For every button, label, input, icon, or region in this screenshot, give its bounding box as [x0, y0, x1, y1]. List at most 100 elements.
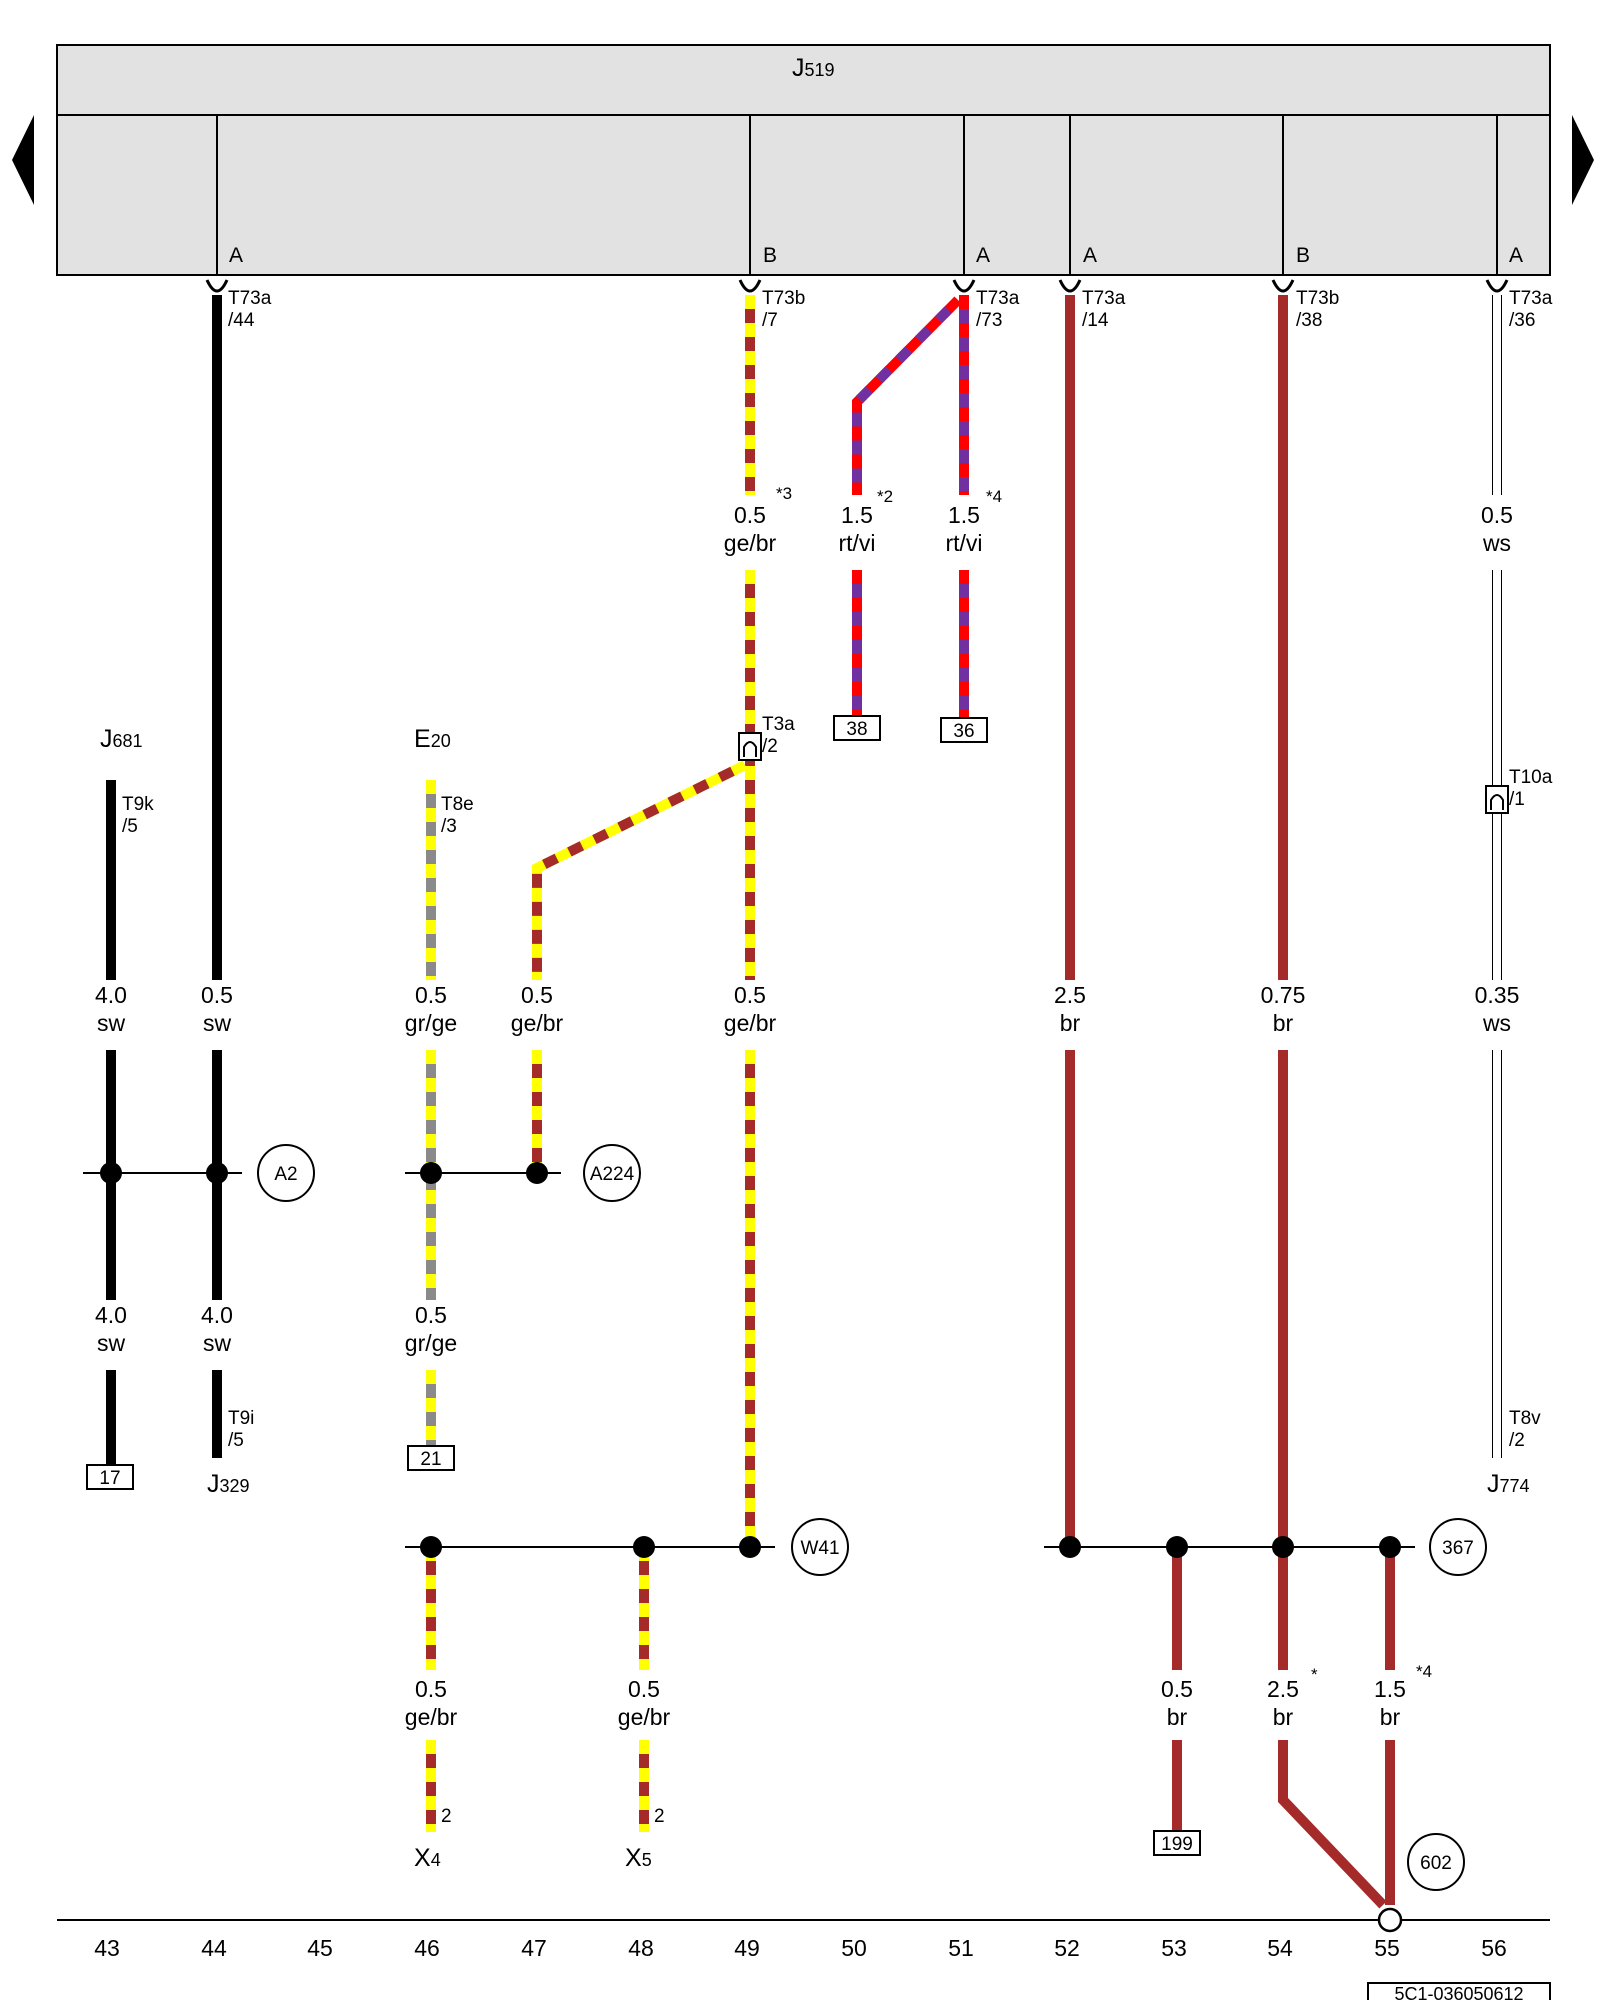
reference-box[interactable] [86, 1464, 134, 1490]
wire-footnote: *4 [986, 487, 1002, 506]
splice-dot [206, 1162, 228, 1184]
pin-label: T9i/5 [228, 1408, 254, 1451]
grid-number: 55 [1374, 1935, 1400, 1961]
document-id-box [1367, 1982, 1551, 2000]
wire-size-label: 1.5 [948, 502, 980, 528]
wire-color-label: sw [97, 1010, 126, 1036]
reference-number: 21 [420, 1449, 441, 1470]
wire-size-label: 0.5 [734, 502, 766, 528]
pin-socket-icon [1271, 279, 1295, 293]
node-circle[interactable] [1407, 1833, 1465, 1891]
pin-label: T8v/2 [1509, 1408, 1541, 1451]
connector-side-label: A [1083, 244, 1097, 267]
wire-color-label: gr/ge [405, 1330, 457, 1356]
pin-label: 2 [654, 1806, 665, 1827]
wire-color-label: ge/br [724, 530, 777, 556]
pin-label: T8e/3 [441, 794, 474, 837]
next-page-arrow-icon[interactable] [1572, 115, 1594, 205]
pin-label: 2 [441, 1806, 452, 1827]
node-circle[interactable] [583, 1144, 641, 1202]
wire-size-label: 1.5 [1374, 1676, 1406, 1702]
module-pin-labels: T73a/44 T73b/7 T73a/73 T73a/14 T73b/38 T… [228, 288, 1553, 331]
wire-footnote: * [1311, 1665, 1318, 1684]
connector-side-label: B [763, 244, 777, 267]
node-circle[interactable] [1429, 1518, 1487, 1576]
wire-size-label: 0.5 [628, 1676, 660, 1702]
wire-footnote: *2 [877, 487, 893, 506]
wire-size-label: 0.5 [415, 982, 447, 1008]
pin-label: T10a/1 [1509, 767, 1553, 810]
splice-dot [526, 1162, 548, 1184]
component-labels: J681 E20 J329 J774 X4 X5 [100, 725, 1530, 1872]
wire-size-label: 0.5 [415, 1676, 447, 1702]
node-label: 602 [1420, 1853, 1452, 1874]
previous-page-arrow-icon[interactable] [12, 115, 34, 205]
node-labels: A2 A224 W41 367 602 [257, 1144, 1487, 1891]
wire-size-label: 0.5 [415, 1302, 447, 1328]
wire-rt-vi [852, 296, 962, 495]
wire-size-label: 0.5 [734, 982, 766, 1008]
wire-rt-vi-stripe [852, 296, 962, 495]
component-label: J329 [207, 1470, 250, 1498]
connector-symbol [738, 732, 762, 761]
connector-symbol [1485, 785, 1509, 814]
splice-dot [1272, 1536, 1294, 1558]
connector-side-label: B [1296, 244, 1310, 267]
wire-color-label: ge/br [724, 1010, 777, 1036]
wire-size-label: 0.5 [1161, 1676, 1193, 1702]
grid-number: 52 [1054, 1935, 1080, 1961]
wire-ge-br [532, 760, 748, 980]
grid-number: 51 [948, 1935, 974, 1961]
node-circle[interactable] [257, 1144, 315, 1202]
wire-size-label: 0.35 [1475, 982, 1520, 1008]
reference-box[interactable] [407, 1445, 455, 1471]
pin-socket-icon [738, 279, 762, 293]
grid-number: 43 [94, 1935, 120, 1961]
wire-size-label: 0.5 [521, 982, 553, 1008]
wire-labels: 0.5 ge/br *3 1.5 rt/vi *2 1.5 rt/vi *4 0… [95, 484, 1519, 1730]
splice-dot [1059, 1536, 1081, 1558]
grid-number: 56 [1481, 1935, 1507, 1961]
grid-number: 49 [734, 1935, 760, 1961]
wire-color-label: sw [203, 1330, 232, 1356]
wire-size-label: 4.0 [95, 1302, 127, 1328]
connector-symbols [738, 732, 1509, 814]
reference-box[interactable] [940, 717, 988, 743]
pin-socket-icon [1058, 279, 1082, 293]
pin-socket-icon [205, 279, 229, 293]
reference-number: 38 [846, 719, 867, 740]
grid-number: 45 [307, 1935, 333, 1961]
pin-label: T73a/44 [228, 288, 272, 331]
component-label: J681 [100, 725, 143, 753]
reference-number: 36 [953, 721, 974, 742]
wire-footnote: *3 [776, 484, 792, 503]
pin-label: T3a/2 [762, 714, 795, 757]
wire-color-label: br [1060, 1010, 1081, 1036]
wire-color-label: ge/br [405, 1704, 458, 1730]
reference-box[interactable] [833, 715, 881, 741]
splice-dot [420, 1536, 442, 1558]
pin-label: T73a/73 [976, 288, 1020, 331]
component-label: E20 [414, 725, 451, 753]
wire-color-label: ws [1482, 530, 1511, 556]
wire-size-label: 0.5 [201, 982, 233, 1008]
pin-label: T73a/36 [1509, 288, 1553, 331]
grid-number: 54 [1267, 1935, 1293, 1961]
component-label: X4 [414, 1844, 441, 1872]
grid-number: 48 [628, 1935, 654, 1961]
reference-box[interactable] [1153, 1830, 1201, 1856]
grid-numbers: 43 44 45 46 47 48 49 50 51 52 53 54 55 5… [94, 1935, 1507, 1961]
pin-socket-icon [952, 279, 976, 293]
wire-color-label: br [1167, 1704, 1188, 1730]
wire-size-label: 4.0 [201, 1302, 233, 1328]
connector-side-label: A [1509, 244, 1523, 267]
pin-label: T73b/7 [762, 288, 805, 331]
splice-dot [420, 1162, 442, 1184]
grid-number: 44 [201, 1935, 227, 1961]
node-label: A224 [590, 1164, 635, 1185]
wire-color-label: br [1273, 1010, 1294, 1036]
splice-dot [1379, 1536, 1401, 1558]
node-circle[interactable] [791, 1518, 849, 1576]
ground-point-icon [1377, 1907, 1403, 1933]
